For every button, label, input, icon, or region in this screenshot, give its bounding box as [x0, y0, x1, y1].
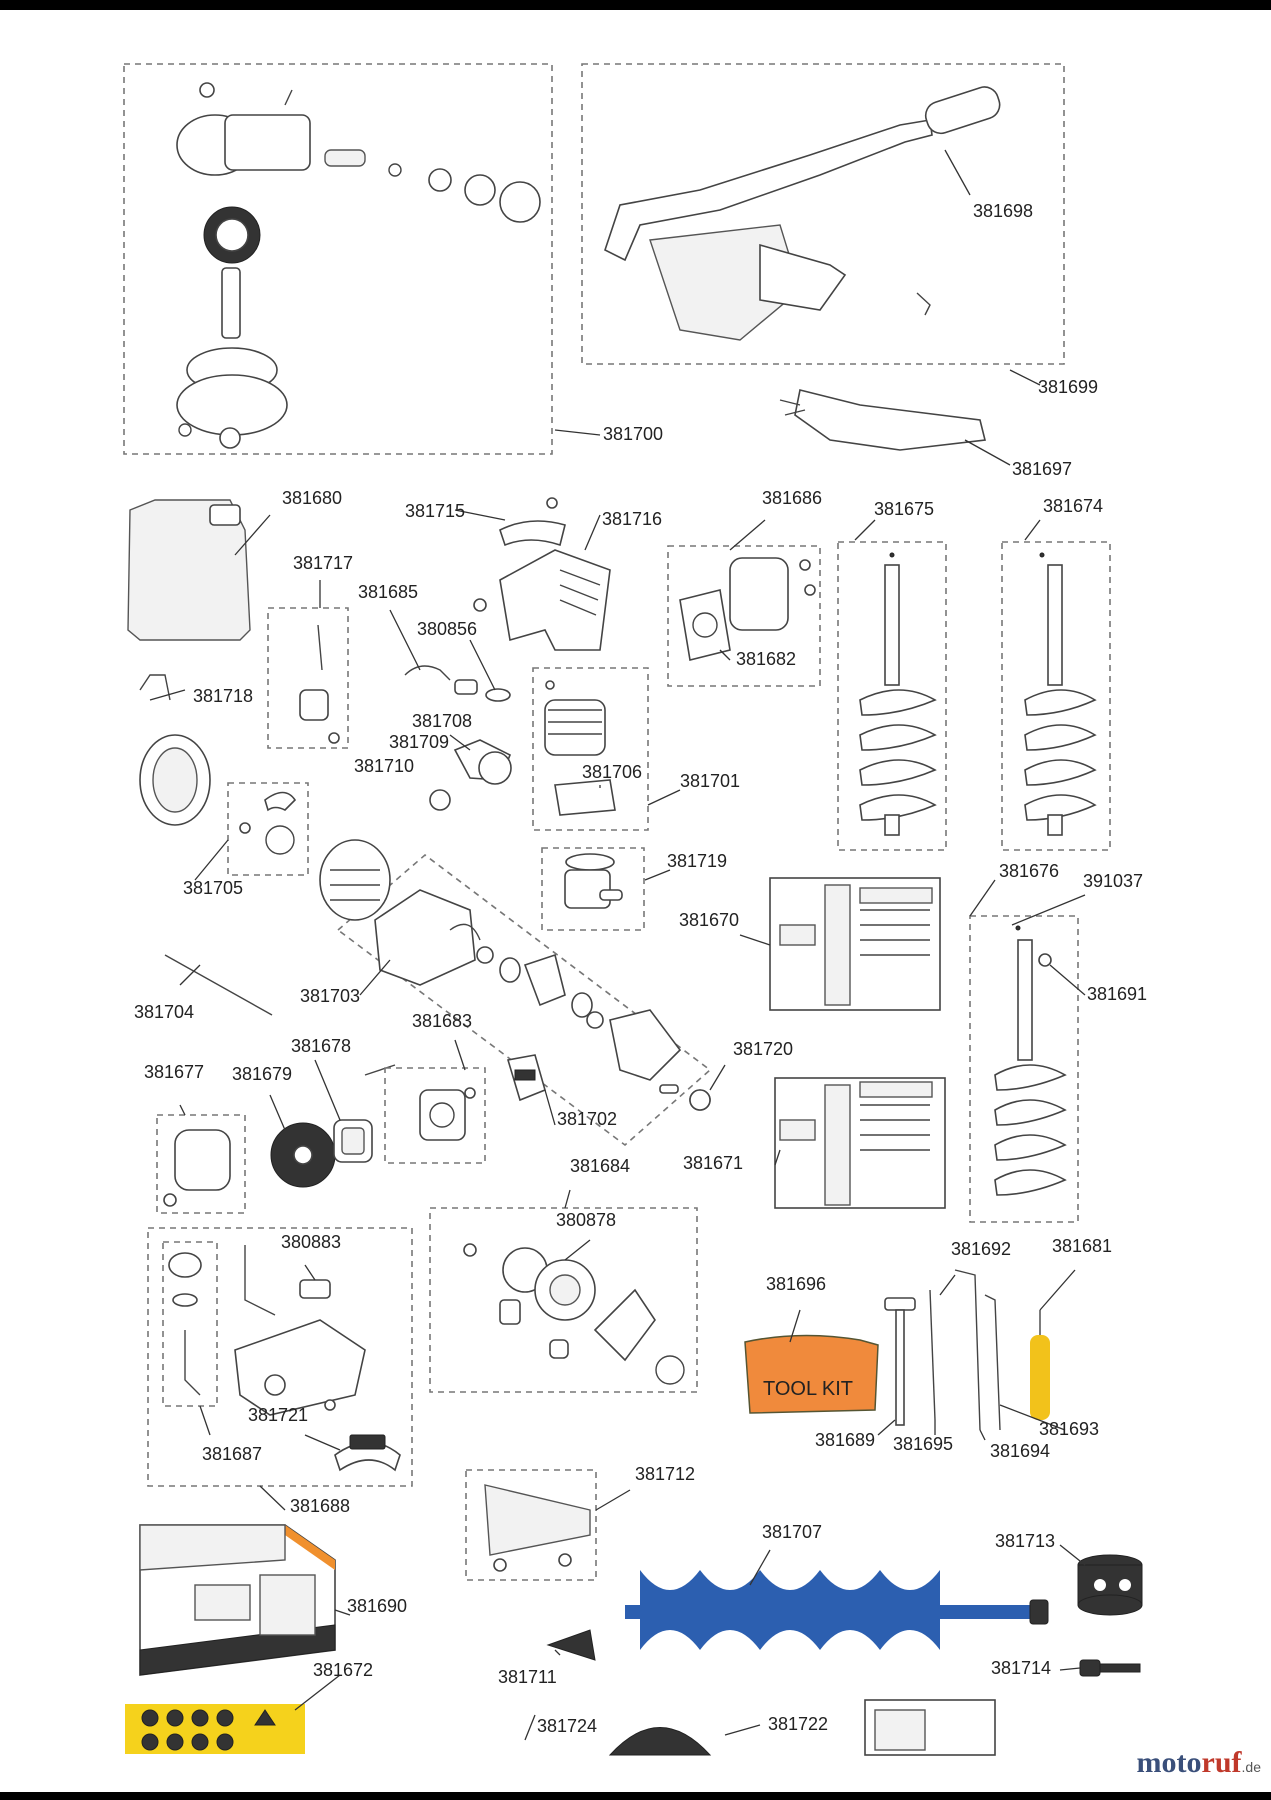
toolkit-text: TOOL KIT: [763, 1378, 853, 1400]
label-381711: 381711: [498, 1667, 557, 1687]
middle-left-parts: [139, 607, 511, 876]
label-381689: 381689: [815, 1430, 875, 1450]
label-381674: 381674: [1043, 496, 1103, 516]
label-391037: 391037: [1083, 871, 1143, 891]
label-381710: 381710: [354, 756, 414, 776]
fuel-can: [127, 499, 251, 641]
auger-381675: [837, 541, 947, 851]
label-381696: 381696: [766, 1274, 826, 1294]
label-381716: 381716: [602, 509, 662, 529]
label-381719: 381719: [667, 851, 727, 871]
label-381700: 381700: [603, 424, 663, 444]
label-381687: 381687: [202, 1444, 262, 1464]
brand-suffix: .de: [1241, 1759, 1261, 1775]
label-381701: 381701: [680, 771, 740, 791]
auger-381707: [625, 1570, 1049, 1650]
manual-381671: [774, 1077, 946, 1209]
auger-flight: [640, 1570, 940, 1650]
label-381724: 381724: [537, 1716, 597, 1736]
label-381715: 381715: [405, 501, 465, 521]
warning-label-381672: [125, 1704, 305, 1754]
label-381697: 381697: [1012, 459, 1072, 479]
bolt-381714: [1079, 1659, 1141, 1677]
handle-frame-assembly: [581, 63, 1065, 451]
label-381720: 381720: [733, 1039, 793, 1059]
auger-tip: [546, 1629, 596, 1661]
brand-name-part-b: ruf: [1201, 1746, 1242, 1779]
bottom-partial-items: [608, 1699, 996, 1756]
toolkit-bag: [744, 1334, 879, 1414]
auger-381676: [969, 915, 1079, 1223]
label-381686: 381686: [762, 488, 822, 508]
packaging-box-stripe: [285, 1525, 335, 1570]
gearbox-assembly: [123, 63, 553, 455]
brand-name-part-a: moto: [1136, 1746, 1202, 1779]
toolkit: TOOL KIT: [744, 1269, 1050, 1431]
label-381699: 381699: [1038, 377, 1098, 397]
label-381670: 381670: [679, 910, 739, 930]
sleeve-381713: [1077, 1554, 1143, 1616]
parts-sheet: TOOL KIT: [0, 10, 1271, 1792]
label-381714: 381714: [991, 1658, 1051, 1678]
label-381682: 381682: [736, 649, 796, 669]
label-381677: 381677: [144, 1062, 204, 1082]
muffler-parts: [667, 545, 821, 687]
label-381678: 381678: [291, 1036, 351, 1056]
label-381698: 381698: [973, 201, 1033, 221]
label-381688: 381688: [290, 1496, 350, 1516]
label-381693: 381693: [1039, 1419, 1099, 1439]
label-381717: 381717: [293, 553, 353, 573]
label-381684: 381684: [570, 1156, 630, 1176]
label-381709: 381709: [389, 732, 449, 752]
label-381675: 381675: [874, 499, 934, 519]
label-381692: 381692: [951, 1239, 1011, 1259]
fuel-tank-assembly: [147, 1227, 413, 1487]
manual-381670: [769, 877, 941, 1011]
label-381671: 381671: [683, 1153, 743, 1173]
label-381707: 381707: [762, 1522, 822, 1542]
screwdriver-handle: [1030, 1335, 1050, 1420]
part-number-labels: 381700 381698 381699 381697 381680 38171…: [134, 201, 1147, 1736]
label-381703: 381703: [300, 986, 360, 1006]
crankcase-assembly: [319, 839, 712, 1147]
label-381706: 381706: [582, 762, 642, 782]
label-381704: 381704: [134, 1002, 194, 1022]
label-381722: 381722: [768, 1714, 828, 1734]
label-380856: 380856: [417, 619, 477, 639]
label-381708: 381708: [412, 711, 472, 731]
bottom-bar: [0, 1792, 1271, 1800]
label-380878: 380878: [556, 1210, 616, 1230]
label-381685: 381685: [358, 582, 418, 602]
label-380883: 380883: [281, 1232, 341, 1252]
label-381683: 381683: [412, 1011, 472, 1031]
label-381702: 381702: [557, 1109, 617, 1129]
label-381676: 381676: [999, 861, 1059, 881]
label-381691: 381691: [1087, 984, 1147, 1004]
blade-parts: [465, 1469, 597, 1581]
label-381705: 381705: [183, 878, 243, 898]
brand-logo: motoruf.de: [1137, 1746, 1261, 1780]
label-381721: 381721: [248, 1405, 308, 1425]
leader-lines: [149, 149, 1086, 1741]
label-381712: 381712: [635, 1464, 695, 1484]
lower-middle-parts: [156, 954, 711, 1214]
exploded-parts-diagram: TOOL KIT: [123, 63, 1147, 1756]
label-381718: 381718: [193, 686, 253, 706]
label-381690: 381690: [347, 1596, 407, 1616]
label-381680: 381680: [282, 488, 342, 508]
label-381681: 381681: [1052, 1236, 1112, 1256]
piston-parts: [541, 847, 645, 931]
label-381694: 381694: [990, 1441, 1050, 1461]
auger-381674: [1001, 541, 1111, 851]
packaging-box-381690: [139, 1524, 336, 1676]
label-381672: 381672: [313, 1660, 373, 1680]
starter-assembly: [429, 1207, 698, 1393]
cylinder-parts: [429, 497, 649, 831]
label-381679: 381679: [232, 1064, 292, 1084]
label-381695: 381695: [893, 1434, 953, 1454]
label-381713: 381713: [995, 1531, 1055, 1551]
